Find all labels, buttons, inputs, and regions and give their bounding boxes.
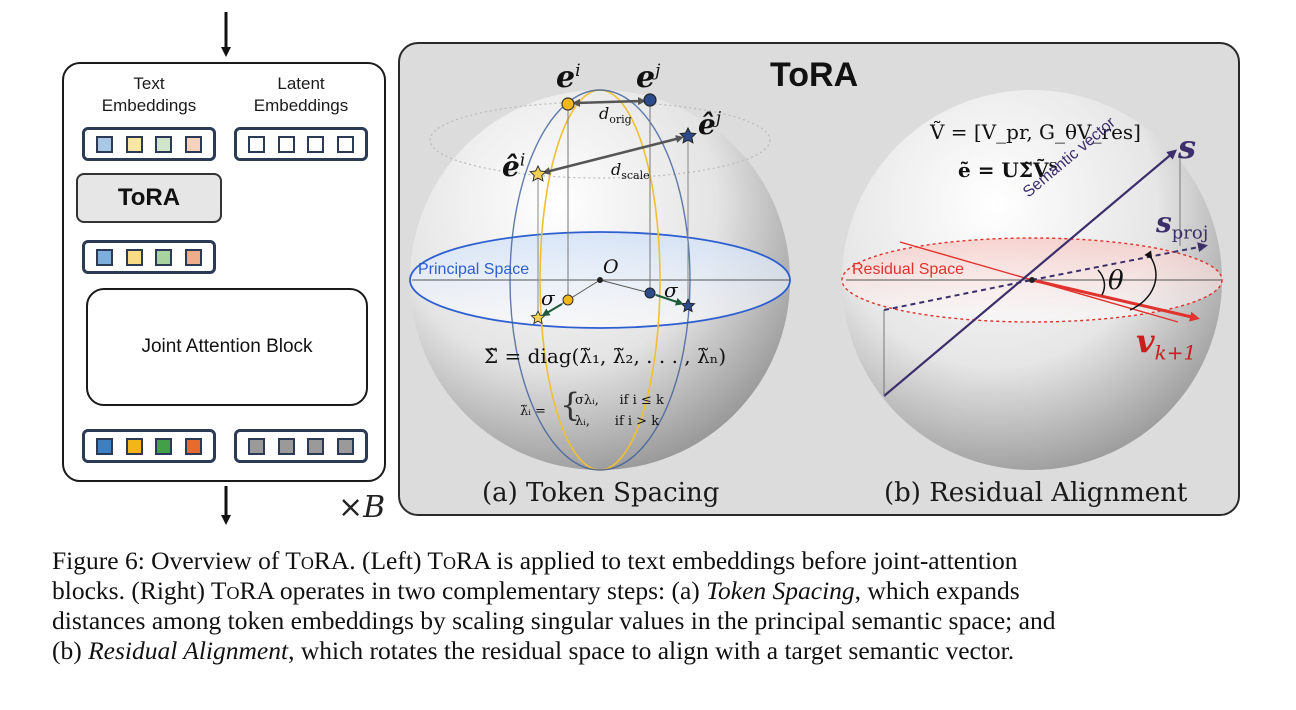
tora-module: ToRA [76, 173, 222, 223]
spheres-illustration [409, 89, 1223, 471]
latent-tokens-input [234, 127, 368, 161]
origin-label: O [603, 256, 619, 278]
token [184, 248, 202, 266]
token [184, 437, 202, 455]
text-tokens-input [82, 127, 216, 161]
text-embeddings-label: Text Embeddings [101, 74, 197, 115]
text-tokens-output [82, 429, 216, 463]
label-e-i: ei [556, 60, 581, 95]
token [155, 135, 173, 153]
token [96, 248, 114, 266]
latent-tokens-output [234, 429, 368, 463]
semantic-vector-arrow [883, 149, 1178, 397]
token [307, 135, 325, 153]
panel-title: ToRA [770, 56, 859, 94]
joint-attention-block: Joint Attention Block [86, 288, 368, 406]
lambda-case-2: λᵢ, if i > k [575, 414, 660, 429]
token [125, 135, 143, 153]
token [155, 437, 173, 455]
token [155, 248, 173, 266]
caption-line-2: blocks. (Right) ToRA operates in two com… [52, 576, 1020, 605]
label-e-j: ej [636, 60, 661, 95]
label-e-hat-j: êj [698, 108, 722, 141]
latent-embeddings-label: Latent Embeddings [253, 74, 349, 115]
token [336, 135, 354, 153]
label-e-hat-i: êi [502, 150, 526, 183]
sigma-label-left: σ [541, 286, 555, 310]
meridian-blue [509, 89, 691, 471]
proj-e-j [644, 287, 656, 299]
caption-line-1: Figure 6: Overview of ToRA. (Left) ToRA … [52, 546, 1018, 575]
token [96, 437, 114, 455]
label-d-scale: dscale [611, 160, 650, 183]
token [125, 248, 143, 266]
star-e-hat-j [679, 126, 697, 144]
v-k1-arrow [1031, 278, 1200, 322]
token [125, 437, 143, 455]
token [96, 135, 114, 153]
repeat-label: ×B [338, 490, 386, 525]
label-d-orig: dorig [599, 104, 632, 127]
token [248, 135, 266, 153]
token [184, 135, 202, 153]
token [248, 437, 266, 455]
sigma-equation: Σ̃ = diag(λ̃₁, λ̃₂, . . . , λ̃ₙ) [484, 344, 727, 368]
star-e-hat-i [529, 164, 547, 182]
v-tilde-equation: Ṽ = [V_pr, G_θV_res] [930, 120, 1141, 144]
s-proj-arrow [1031, 242, 1208, 281]
subcaption-a: (a) Token Spacing [482, 478, 720, 508]
subcaption-b: (b) Residual Alignment [884, 478, 1188, 508]
residual-space-label: Residual Space [852, 261, 965, 278]
proj-e-i [562, 294, 574, 306]
principal-space-label: Principal Space [418, 261, 530, 278]
sigma-label-right: σ [664, 278, 678, 302]
caption-line-4: (b) Residual Alignment, which rotates th… [52, 636, 1015, 665]
s-proj-label: sproj [1156, 206, 1209, 244]
d-orig-arrow [572, 97, 646, 107]
token [277, 135, 295, 153]
token [307, 437, 325, 455]
e-tilde-equation: ẽ = UΣ̃Ṽᵀ [958, 158, 1058, 182]
point-e-i [561, 97, 575, 111]
caption-line-3: distances among token embeddings by scal… [52, 606, 1056, 635]
theta-label: θ [1108, 266, 1124, 296]
s-label: s [1178, 128, 1197, 166]
lambda-case-1: σλᵢ, if i ≤ k [575, 393, 664, 408]
lambda-lhs: λ̃ᵢ = [520, 404, 546, 419]
d-scale-arrow [542, 135, 684, 175]
token [336, 437, 354, 455]
v-k1-label: vk+1 [1136, 322, 1197, 365]
text-tokens-after-tora [82, 240, 216, 274]
token [277, 437, 295, 455]
point-e-j [643, 93, 657, 107]
figure-caption: Figure 6: Overview of ToRA. (Left) ToRA … [52, 546, 1252, 666]
case-brace: { [560, 386, 581, 424]
